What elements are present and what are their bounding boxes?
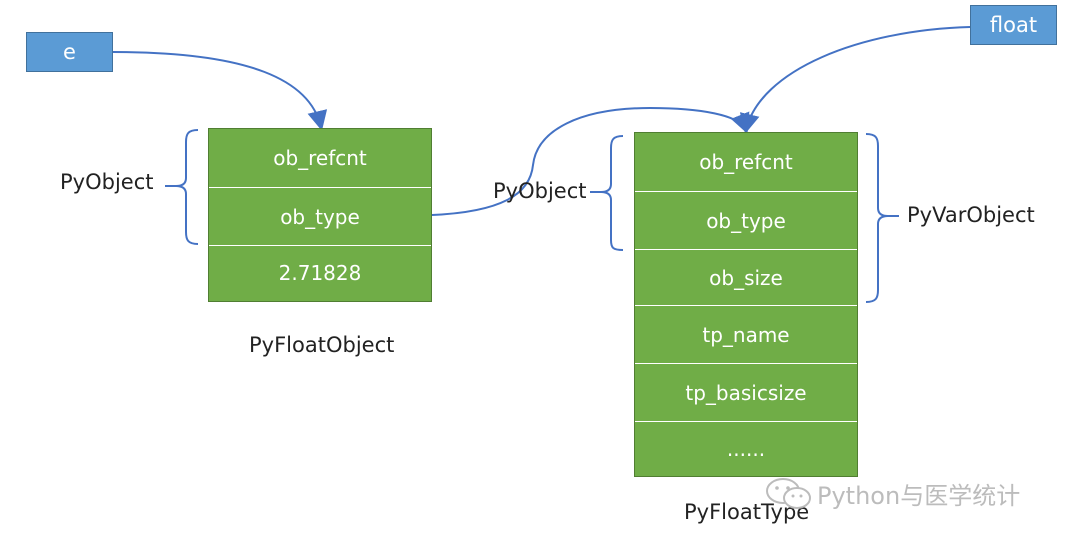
wechat-icon bbox=[766, 477, 811, 509]
arrow-ob-type-to-float-type bbox=[431, 106, 750, 216]
float-type-field: tp_name bbox=[635, 305, 857, 363]
pyvarobject-label: PyVarObject bbox=[907, 203, 1035, 227]
float-type-stack: ob_refcnt ob_type ob_size tp_name tp_bas… bbox=[634, 132, 858, 477]
float-object-field: 2.71828 bbox=[209, 245, 431, 300]
pyobject-label-type: PyObject bbox=[493, 179, 587, 203]
watermark-text: Python与医学统计 bbox=[817, 482, 1021, 510]
arrow-e-to-float-object bbox=[112, 51, 328, 131]
var-e-label: e bbox=[63, 40, 76, 64]
var-e-box: e bbox=[26, 32, 113, 72]
var-float-label: float bbox=[989, 13, 1038, 37]
float-type-field: ob_size bbox=[635, 249, 857, 305]
float-object-caption: PyFloatObject bbox=[249, 333, 395, 357]
float-type-field: tp_basicsize bbox=[635, 363, 857, 421]
float-object-stack: ob_refcnt ob_type 2.71828 bbox=[208, 128, 432, 302]
float-object-field: ob_refcnt bbox=[273, 146, 367, 170]
float-type-field: ...... bbox=[635, 421, 857, 475]
brace-pyvarobject bbox=[865, 133, 899, 303]
float-type-field: ob_type bbox=[635, 191, 857, 249]
float-object-field: ob_type bbox=[209, 187, 431, 245]
pyobject-label-left: PyObject bbox=[60, 170, 154, 194]
var-float-box: float bbox=[970, 5, 1057, 45]
float-type-field: ob_refcnt bbox=[699, 150, 793, 174]
brace-pyobject-left bbox=[165, 129, 199, 245]
arrow-float-to-float-type bbox=[739, 26, 971, 134]
watermark: Python与医学统计 bbox=[765, 476, 1020, 511]
brace-pyobject-type bbox=[590, 135, 624, 251]
